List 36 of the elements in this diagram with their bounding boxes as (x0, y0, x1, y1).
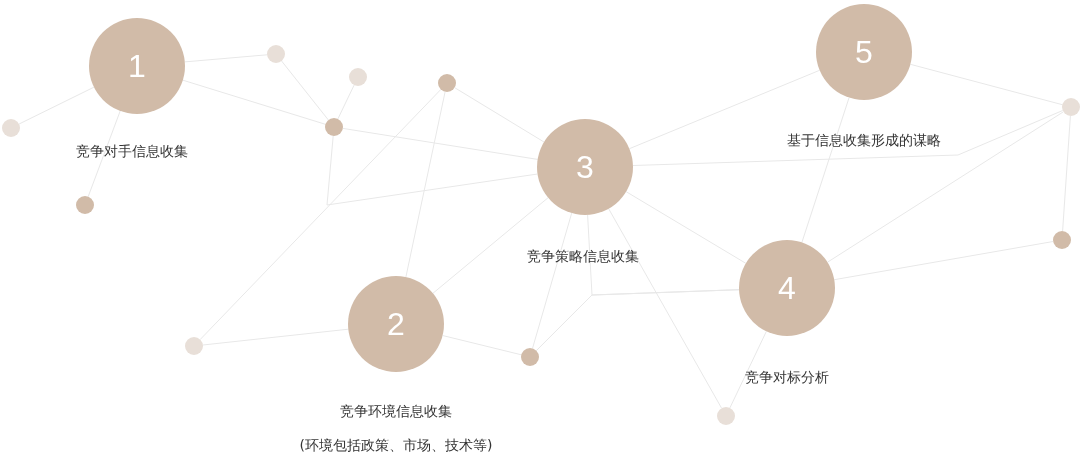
circle-caption: (环境包括政策、市场、技术等) (298, 436, 494, 454)
connector-line (184, 54, 268, 63)
number-circle: 4 (739, 240, 835, 336)
number-circle: 5 (816, 4, 912, 100)
connector-line (532, 212, 573, 349)
connector-line (801, 97, 850, 243)
circle-caption: 竞争环境信息收集 (339, 402, 453, 420)
connector-line (326, 135, 538, 206)
connector-line (454, 87, 545, 143)
connector-line (87, 110, 121, 198)
connector-line (827, 111, 1064, 263)
connector-line (628, 69, 821, 150)
connector-line (608, 208, 723, 409)
connector-line (202, 328, 349, 346)
circle-caption: 竞争对手信息收集 (75, 142, 189, 160)
connector-line (1062, 115, 1071, 232)
number-circle: 1 (89, 18, 185, 114)
connector-line (833, 241, 1054, 281)
connector-line (18, 86, 95, 125)
number-circle: 3 (537, 119, 633, 215)
connector-line (442, 335, 522, 356)
connector-line (405, 91, 446, 278)
connector-line (342, 127, 539, 160)
connector-line (199, 89, 442, 340)
circle-caption: 竞争策略信息收集 (526, 247, 640, 265)
connector-line (729, 330, 767, 409)
number-circle: 2 (348, 276, 444, 372)
connector-line (182, 79, 326, 125)
circle-caption: 基于信息收集形成的谋略 (786, 131, 942, 149)
connector-line (625, 191, 747, 264)
circle-caption: 竞争对标分析 (744, 368, 830, 386)
connector-line (281, 60, 329, 121)
connector-line (337, 84, 355, 120)
connector-line (909, 63, 1063, 106)
connector-line (632, 110, 1064, 166)
connector-line (432, 197, 549, 294)
